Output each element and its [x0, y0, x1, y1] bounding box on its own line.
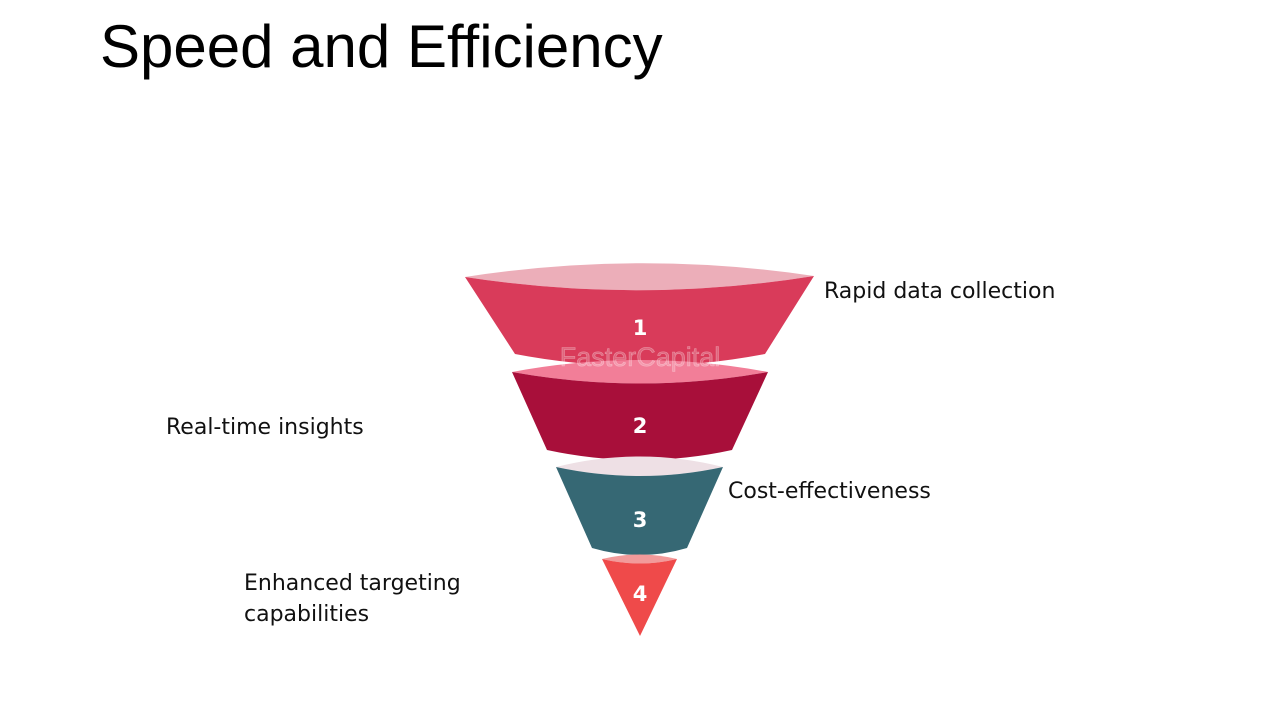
funnel-stage-3-top: [556, 456, 723, 476]
funnel-stage-1-body: [465, 276, 814, 366]
funnel-stage-1-number: 1: [633, 316, 648, 340]
funnel-stage-2-body: [512, 372, 768, 460]
stage-2-label: Real-time insights: [166, 415, 364, 440]
funnel-stage-4-number: 4: [633, 582, 648, 606]
funnel-stage-3: 3: [556, 456, 723, 555]
funnel-stage-1-top: [465, 263, 814, 291]
funnel-stage-2-top: [512, 360, 768, 384]
funnel-stage-4-body: [602, 559, 677, 636]
funnel-stage-2-number: 2: [633, 414, 648, 438]
funnel-stage-3-number: 3: [633, 508, 648, 532]
funnel-stage-3-body: [556, 467, 723, 555]
funnel-stage-4-top: [602, 554, 677, 564]
stage-4-label: Enhanced targeting capabilities: [244, 571, 461, 627]
watermark-text: FasterCapital: [560, 342, 721, 372]
stage-1-label: Rapid data collection: [824, 279, 1056, 304]
stage-3-label: Cost-effectiveness: [728, 479, 931, 504]
funnel-stage-4: 4: [602, 554, 677, 636]
funnel-stage-1: 1: [465, 263, 814, 366]
slide-title: Speed and Efficiency: [100, 13, 663, 80]
funnel-stage-2: 2: [512, 360, 768, 460]
